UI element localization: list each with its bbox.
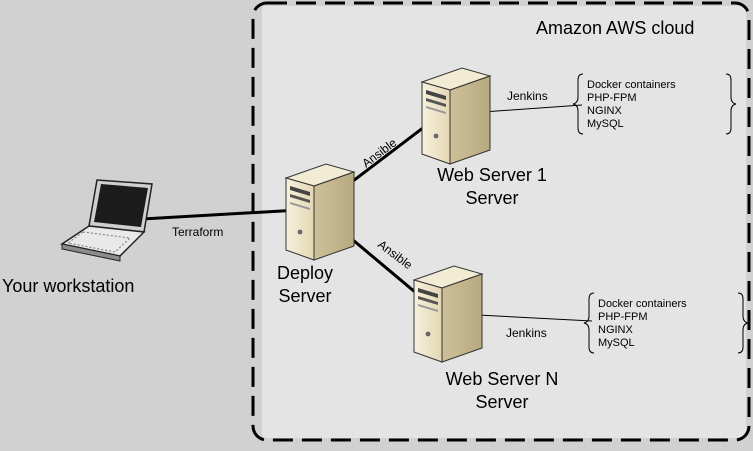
stack-bottom-item: NGINX — [598, 324, 634, 336]
stack-bottom-item: MySQL — [598, 337, 635, 349]
cloud-title: Amazon AWS cloud — [536, 18, 694, 38]
laptop-icon — [60, 179, 153, 262]
deploy-server-label-1: Deploy — [277, 263, 333, 283]
web-server-n-label-1: Web Server N — [446, 369, 559, 389]
web-server-1-label-1: Web Server 1 — [437, 165, 547, 185]
web-server-n-icon — [413, 265, 483, 363]
stack-top-item: NGINX — [587, 105, 623, 117]
deploy-server-icon — [285, 163, 355, 261]
stack-top-item: Docker containers — [587, 79, 676, 91]
stack-brace-top-right — [725, 73, 737, 135]
cloud-background — [262, 6, 746, 438]
stack-bottom-item: PHP-FPM — [598, 311, 648, 323]
workstation-label: Your workstation — [2, 276, 134, 296]
cloud-boundary — [251, 1, 751, 442]
jenkins-label-bottom: Jenkins — [506, 326, 547, 340]
stack-brace-bottom-left — [583, 292, 595, 354]
terraform-label: Terraform — [172, 225, 223, 239]
stack-top-item: MySQL — [587, 118, 624, 130]
stack-brace-bottom-right — [737, 292, 749, 354]
stack-bottom-item: Docker containers — [598, 298, 687, 310]
jenkins-label-top: Jenkins — [507, 89, 548, 103]
stack-top-item: PHP-FPM — [587, 92, 637, 104]
deploy-server-label-2: Server — [278, 286, 331, 306]
web-server-1-label-2: Server — [465, 188, 518, 208]
web-server-n-label-2: Server — [475, 392, 528, 412]
web-server-1-icon — [421, 67, 491, 165]
stack-brace-top-left — [572, 73, 584, 135]
